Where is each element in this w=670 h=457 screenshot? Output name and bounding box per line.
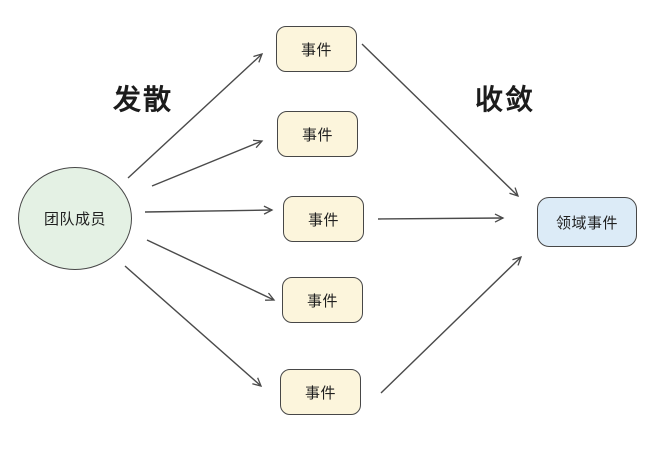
event-node-5: 事件 (280, 369, 361, 415)
domain-event-label: 领域事件 (555, 214, 618, 232)
event-node-4: 事件 (282, 277, 363, 323)
arrow-event-3-to-domain (377, 218, 503, 219)
arrow-team-to-event-2 (151, 141, 262, 187)
arrow-event-5-to-domain (380, 257, 521, 394)
event-label: 事件 (301, 126, 333, 144)
event-label: 事件 (307, 211, 339, 229)
event-node-1: 事件 (276, 26, 357, 72)
arrow-team-to-event-3 (144, 210, 272, 212)
event-label: 事件 (306, 292, 338, 310)
arrow-team-to-event-5 (124, 265, 261, 386)
event-node-2: 事件 (277, 111, 358, 157)
divergence-label: 发散 (112, 84, 173, 115)
arrow-team-to-event-1 (127, 54, 262, 179)
event-label: 事件 (304, 384, 336, 402)
team-members-node: 团队成员 (18, 167, 132, 270)
arrow-team-to-event-4 (146, 239, 274, 300)
convergence-label: 收敛 (474, 84, 535, 115)
event-label: 事件 (300, 41, 332, 59)
arrow-event-1-to-domain (361, 43, 518, 196)
event-node-3: 事件 (283, 196, 364, 242)
domain-event-node: 领域事件 (537, 197, 637, 247)
team-members-label: 团队成员 (43, 211, 106, 228)
